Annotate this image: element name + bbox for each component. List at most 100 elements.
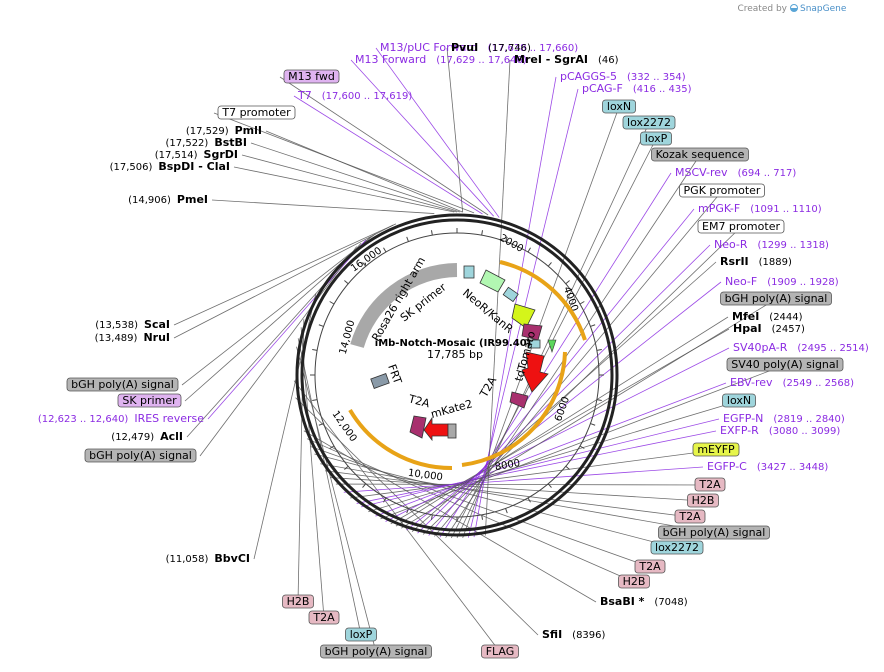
tdtomato-arrow xyxy=(521,351,549,393)
leader-line xyxy=(445,154,701,538)
enzyme-name: SfiI xyxy=(542,628,562,641)
annotation-enzyme-mrei-sgrai: MreI - SgrAI(46) xyxy=(514,53,619,66)
tick-mark xyxy=(430,514,433,520)
tick-mark xyxy=(329,445,335,449)
feature-box xyxy=(687,493,719,508)
site-coordinate: (694 .. 717) xyxy=(738,168,797,179)
tick-mark xyxy=(344,280,349,285)
annotation-box-em7-promoter: EM7 promoter xyxy=(697,219,785,234)
annotation-primer-egfp-n: EGFP-N (2819 .. 2840) xyxy=(723,412,845,425)
primer-name: MSCV-rev xyxy=(675,166,728,179)
feature-name: bGH poly(A) signal xyxy=(71,378,174,391)
annotation-box-t2a: T2A xyxy=(674,509,706,524)
feature-name: lox2272 xyxy=(655,541,699,554)
feature-name: EM7 promoter xyxy=(702,220,780,233)
feature-label-t2a-2: T2A xyxy=(406,392,431,410)
leader-line xyxy=(265,130,463,213)
leader-line xyxy=(207,239,367,420)
tick-mark xyxy=(505,236,508,242)
tick-mark xyxy=(547,262,552,267)
leader-line xyxy=(233,166,455,213)
site-coordinate: (17,629 .. 17,646) xyxy=(436,55,527,66)
site-coordinate: (2819 .. 2840) xyxy=(773,414,845,425)
annotation-labels: M13/pUC Forward(17,638 .. 17,660)M13 For… xyxy=(38,41,869,659)
feature-box xyxy=(651,147,749,162)
leader-line xyxy=(199,246,357,457)
annotation-primer-t7: T7(17,600 .. 17,619) xyxy=(297,89,412,102)
annotation-box-t7-promoter: T7 promoter xyxy=(217,105,296,120)
feature-name: loxP xyxy=(645,132,668,145)
leader-line xyxy=(173,223,397,326)
orange-arc-top xyxy=(499,260,587,341)
plasmid-length: 17,785 bp xyxy=(427,348,483,361)
annotation-box-h2b: H2B xyxy=(618,574,650,589)
annotation-box-bgh-poly-a-signal: bGH poly(A) signal xyxy=(658,525,770,540)
leader-line xyxy=(173,224,394,339)
feature-box xyxy=(117,393,182,408)
tick-mark xyxy=(481,230,484,236)
tick-mark xyxy=(406,236,409,242)
annotation-box-pgk-promoter: PGK promoter xyxy=(679,183,765,198)
primer-name: EBV-rev xyxy=(730,376,773,389)
tick-mark xyxy=(596,348,602,351)
annotation-box-lox2272: lox2272 xyxy=(650,540,704,555)
annotation-box-lox2272: lox2272 xyxy=(622,115,676,130)
leader-line xyxy=(181,233,376,386)
leader-line xyxy=(375,47,500,218)
feature-box xyxy=(726,357,844,372)
enzyme-name: BstBI xyxy=(214,136,247,149)
frt-box xyxy=(370,373,390,389)
enzyme-name: AclI xyxy=(160,430,183,443)
feature-name: loxN xyxy=(607,100,631,113)
site-coordinate: (8396) xyxy=(572,630,605,641)
annotation-primer-ebv-rev: EBV-rev(2549 .. 2568) xyxy=(730,376,854,389)
feature-box xyxy=(679,183,765,198)
grey-box-1 xyxy=(463,265,475,279)
tick-mark xyxy=(590,324,596,327)
annotation-box-t2a: T2A xyxy=(694,477,726,492)
grey-box-2 xyxy=(502,286,519,303)
annotation-enzyme-bstbi: BstBI(17,522) xyxy=(166,136,247,149)
tick-mark xyxy=(505,508,508,514)
leader-line xyxy=(320,463,715,534)
primer-name: Neo-R xyxy=(714,238,748,251)
primer-name: EXFP-R xyxy=(720,424,759,437)
annotation-primer-exfp-r: EXFP-R(3080 .. 3099) xyxy=(720,424,840,437)
feature-box xyxy=(634,559,666,574)
enzyme-name: PmeI xyxy=(177,193,208,206)
feature-box xyxy=(640,131,672,146)
enzyme-name: PvuI xyxy=(451,41,478,54)
tick-mark xyxy=(344,465,349,470)
credit-prefix: Created by xyxy=(737,4,787,14)
leader-line xyxy=(296,346,377,653)
annotation-box-sv40-poly-a-signal: SV40 poly(A) signal xyxy=(726,357,844,372)
annotation-box-h2b: H2B xyxy=(282,594,314,609)
leader-line xyxy=(356,430,717,504)
site-coordinate: (416 .. 435) xyxy=(633,84,692,95)
feature-box xyxy=(320,644,432,659)
feature-name: H2B xyxy=(692,494,715,507)
tick-label-6000: 6000 xyxy=(553,395,572,423)
leader-line xyxy=(335,483,711,486)
tick-mark xyxy=(596,399,602,402)
site-coordinate: (17,514) xyxy=(155,150,198,161)
leader-line xyxy=(306,438,635,583)
tick-mark xyxy=(527,497,531,503)
lime-arrow xyxy=(511,303,536,329)
leader-line xyxy=(422,226,742,535)
annotation-primer-pcag-f: pCAG-F(416 .. 435) xyxy=(582,82,692,95)
leader-lines xyxy=(173,47,786,653)
leader-line xyxy=(325,470,691,518)
tick-mark xyxy=(579,301,585,305)
primer-name: mPGK-F xyxy=(698,202,740,215)
annotation-primer-m13-puc-forward: M13/pUC Forward(17,638 .. 17,660) xyxy=(380,41,578,54)
feature-box xyxy=(674,509,706,524)
annotation-enzyme-acli: AclI(12,479) xyxy=(111,430,183,443)
site-coordinate: (17,529) xyxy=(186,126,229,137)
feature-box xyxy=(650,540,704,555)
snapgene-logo-icon xyxy=(790,4,798,12)
annotation-box-loxp: loxP xyxy=(640,131,672,146)
primer-name: EGFP-N xyxy=(723,412,763,425)
leader-line xyxy=(330,477,704,502)
